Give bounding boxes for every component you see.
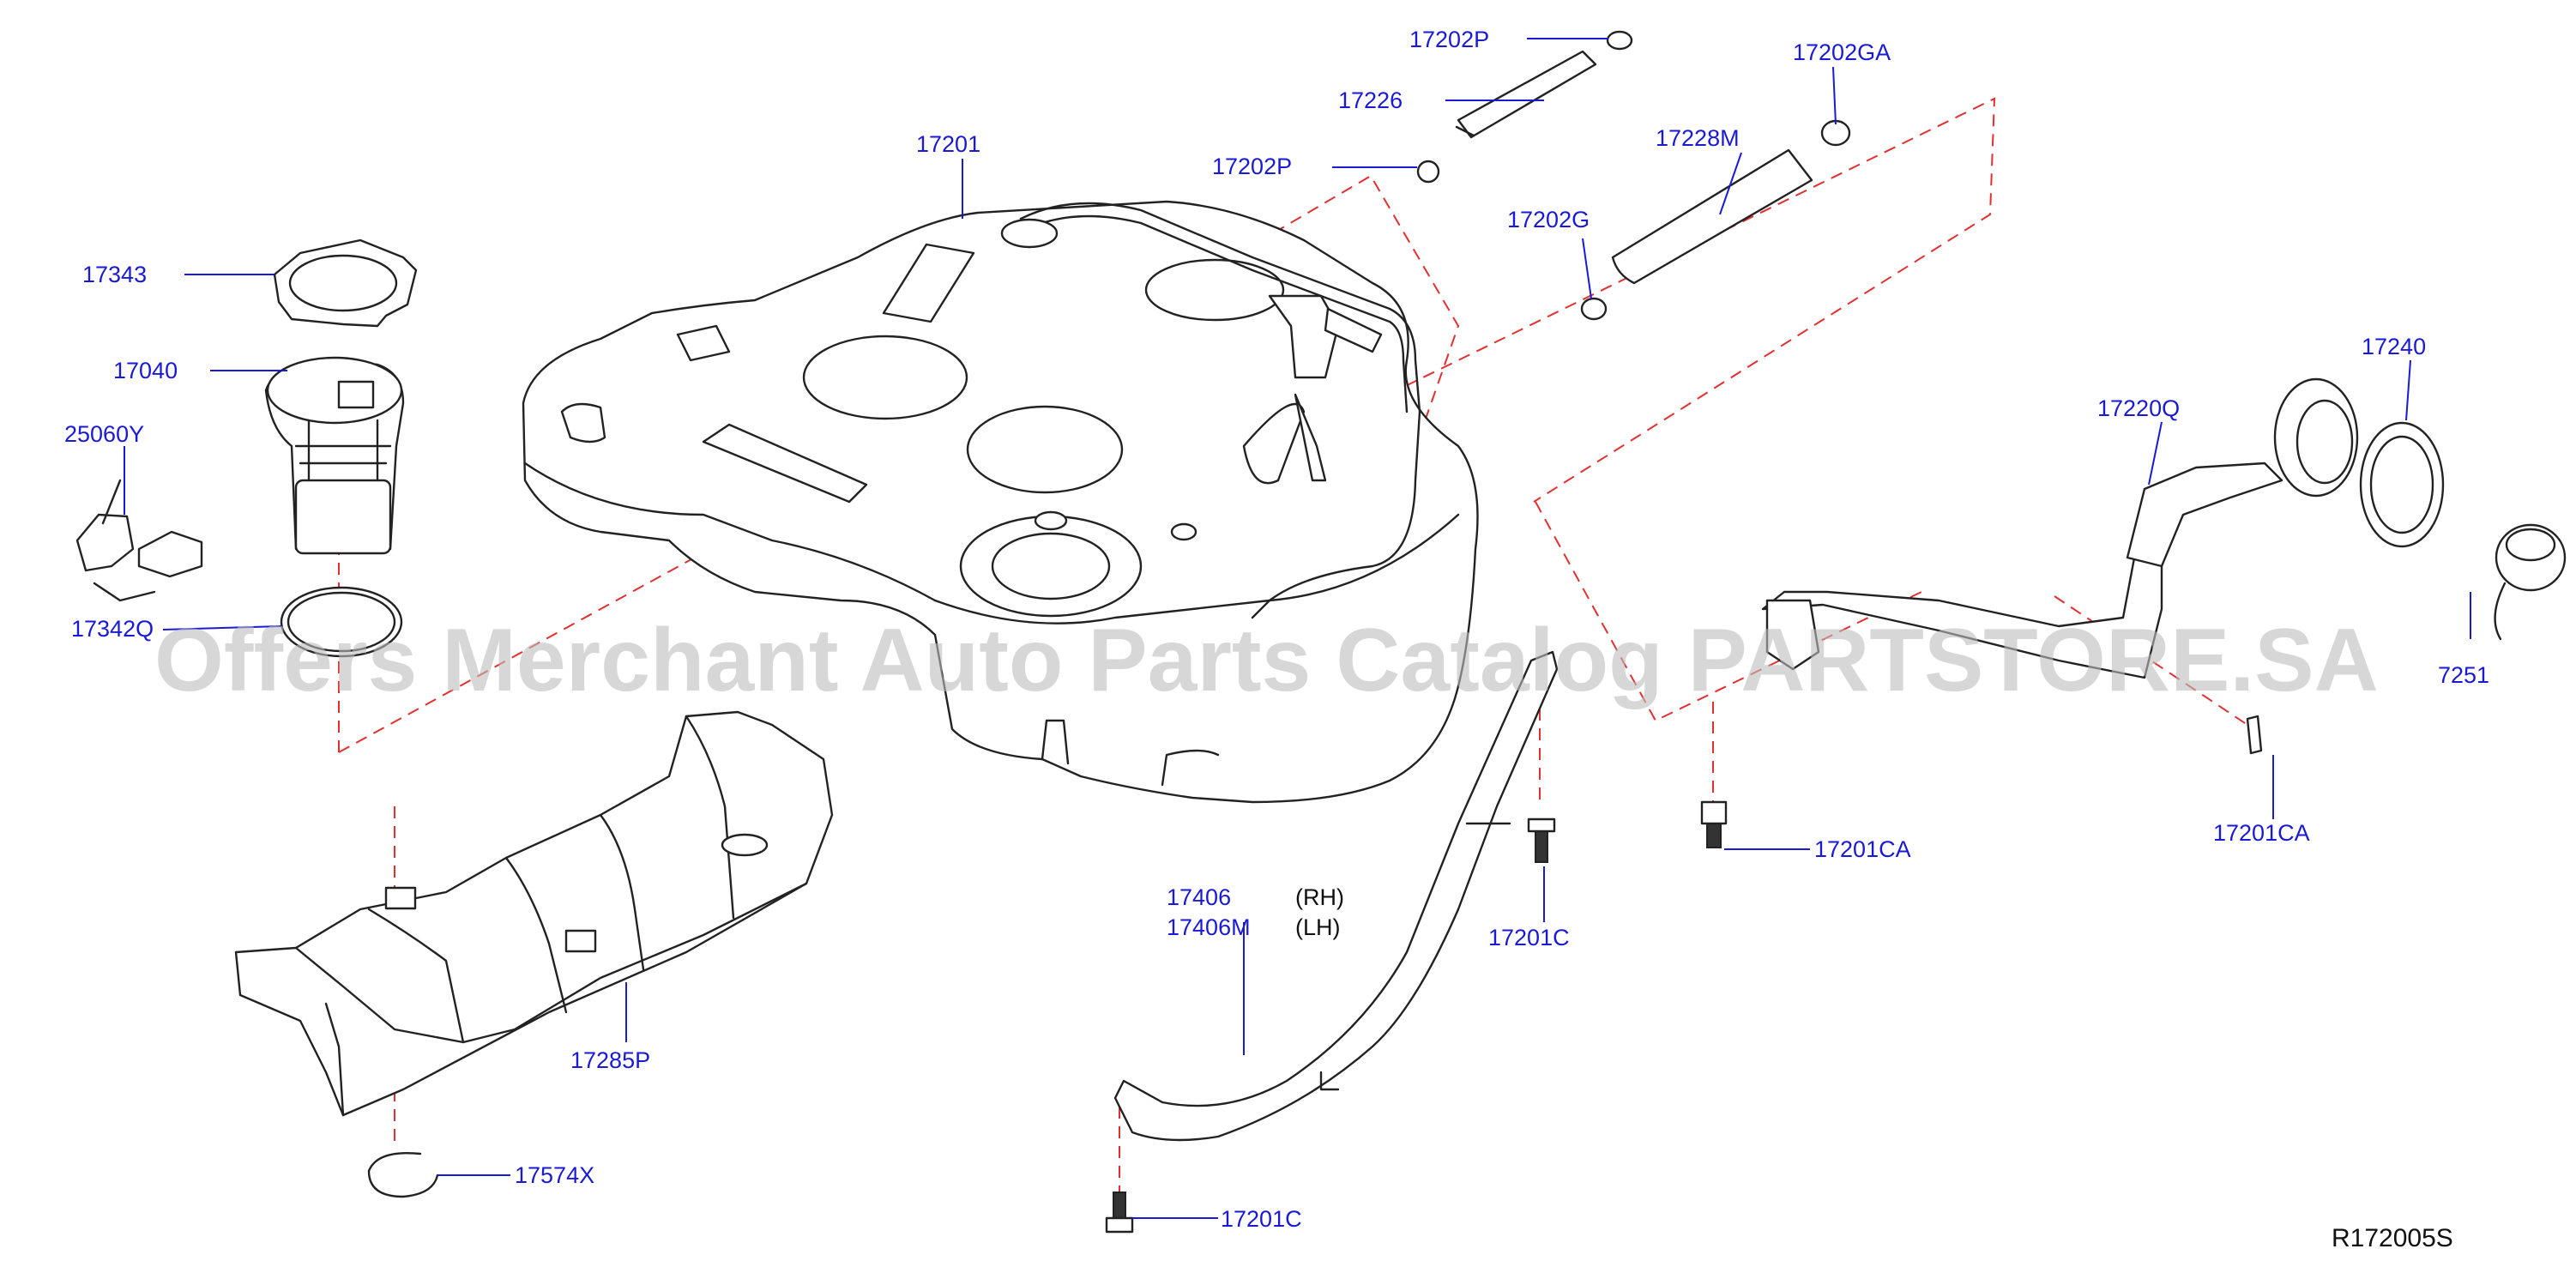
label-17226: 17226 (1338, 87, 1403, 113)
label-17406m-lh: (LH) (1295, 914, 1341, 940)
label-17202g: 17202G (1507, 207, 1590, 232)
clip (367, 1152, 439, 1198)
filler-tube-assembly (1761, 377, 2567, 755)
label-17202p-mid: 17202P (1212, 154, 1292, 179)
fuel-level-sender (75, 479, 203, 602)
label-17202ga: 17202GA (1793, 39, 1891, 65)
label-17406: 17406 (1167, 884, 1231, 910)
label-7251: 7251 (2438, 662, 2489, 688)
label-17040: 17040 (113, 358, 178, 383)
label-17240: 17240 (2362, 334, 2426, 359)
label-17343: 17343 (82, 262, 147, 287)
lock-ring (273, 238, 418, 328)
heat-insulator (234, 710, 834, 1117)
filler-hoses (1416, 30, 1851, 321)
label-17285p: 17285P (570, 1047, 650, 1073)
label-17201ca-mid: 17201CA (1814, 836, 1911, 862)
label-17220q: 17220Q (2097, 395, 2180, 421)
label-17342q: 17342Q (71, 616, 154, 642)
part-labels: 17202P 17226 17202GA 17201 17202P 17228M… (64, 27, 2489, 1232)
label-17406m: 17406M (1167, 914, 1251, 940)
bolt-17201c-mid (1527, 817, 1556, 863)
bolt-17201ca-mid (1700, 800, 1728, 848)
bolts (1105, 800, 1728, 1234)
label-17202p-top: 17202P (1409, 27, 1489, 52)
fuel-tank (522, 200, 1479, 804)
label-25060y: 25060Y (64, 421, 144, 447)
tank-strap (1113, 650, 1559, 1142)
label-17228m: 17228M (1656, 125, 1740, 151)
pump-seal-ring (280, 586, 403, 658)
label-17201c-bottom: 17201C (1221, 1206, 1302, 1232)
label-17201ca-right: 17201CA (2213, 820, 2310, 846)
diagram-reference: R172005S (2332, 1224, 2453, 1252)
label-17201: 17201 (916, 131, 980, 157)
bolt-17201c-bottom (1105, 1192, 1134, 1234)
label-17574x: 17574X (515, 1162, 594, 1188)
label-leaders (124, 38, 2471, 1219)
fuel-pump-module (264, 356, 405, 555)
label-17406-rh: (RH) (1295, 884, 1344, 910)
watermark: Offers Merchant Auto Parts Catalog PARTS… (154, 611, 2379, 710)
label-17201c-mid: 17201C (1488, 925, 1570, 950)
